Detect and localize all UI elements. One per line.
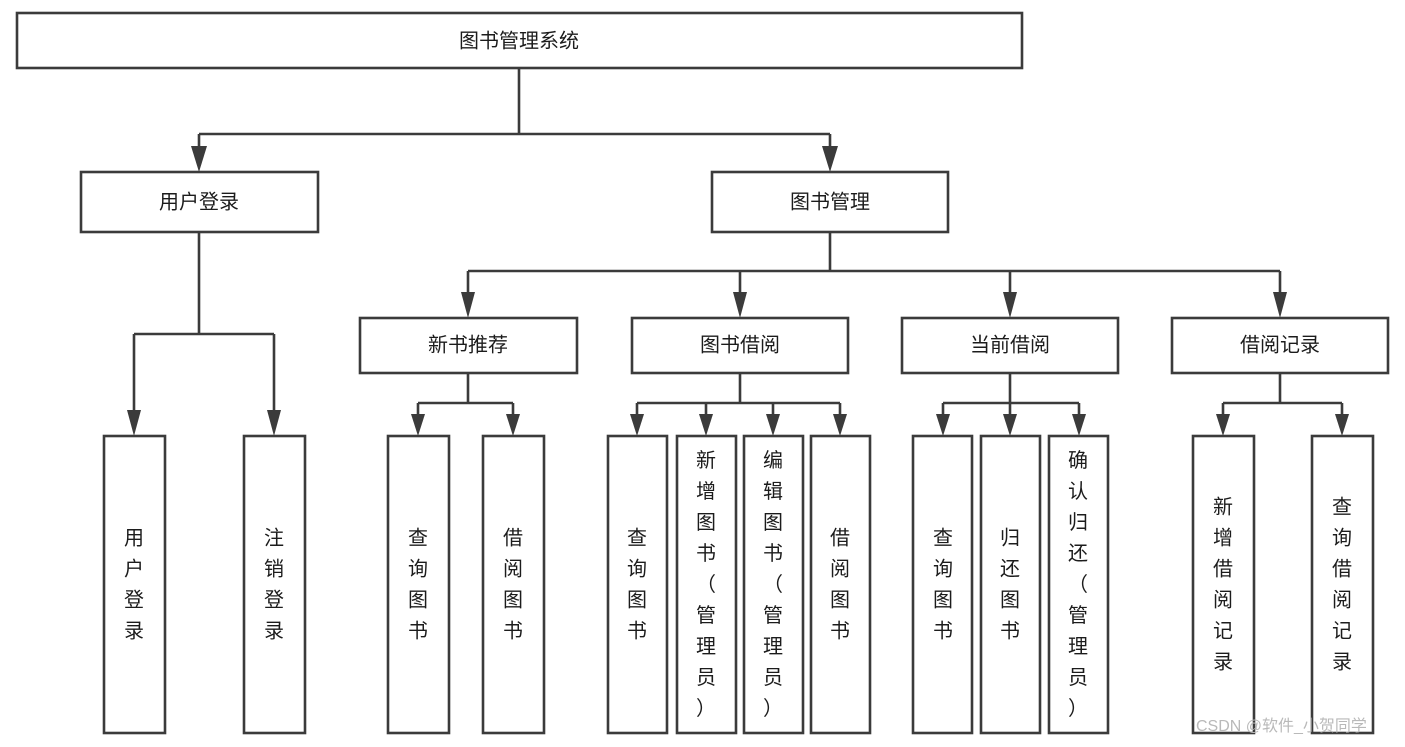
leaf-record-add-record-label: 新增借阅记录: [1213, 496, 1233, 674]
leaf-current-confirm-return-admin-box[interactable]: [1047, 434, 1110, 735]
leaf-newbook-query-book[interactable]: 查询图书: [386, 434, 451, 735]
arrow-head-borrow-leaf-3: [766, 414, 780, 436]
leaf-borrow-add-book-admin[interactable]: 新增图书（管理员）: [675, 434, 738, 735]
leaf-borrow-borrow-book-label: 借阅图书: [830, 527, 850, 643]
node-root[interactable]: 图书管理系统: [15, 11, 1024, 70]
leaf-newbook-borrow-book[interactable]: 借阅图书: [481, 434, 546, 735]
arrow-head-user-login: [191, 146, 207, 172]
leaf-user-login[interactable]: 用户登录: [102, 434, 167, 735]
leaf-borrow-add-book-admin-label: 新增图书（管理员）: [696, 449, 716, 720]
arrow-head-leaf-logout: [267, 410, 281, 436]
node-book-management-label: 图书管理: [790, 190, 870, 213]
leaf-borrow-edit-book-admin-label: 编辑图书（管理员）: [763, 449, 783, 720]
arrow-head-newbook: [461, 292, 475, 318]
node-borrow-record-box[interactable]: [1170, 316, 1390, 375]
node-new-book-recommend-box[interactable]: [358, 316, 579, 375]
node-root-label: 图书管理系统: [459, 29, 579, 52]
leaf-borrow-query-book[interactable]: 查询图书: [606, 434, 669, 735]
leaf-user-login-box[interactable]: [102, 434, 167, 735]
leaf-current-confirm-return-admin[interactable]: 确认归还（管理员）: [1047, 434, 1110, 735]
arrow-head-leaf-user-login: [127, 410, 141, 436]
node-borrow-record[interactable]: 借阅记录: [1170, 316, 1390, 375]
leaf-record-query-record-box[interactable]: [1310, 434, 1375, 735]
arrow-head-borrow: [733, 292, 747, 318]
leaf-current-return-book[interactable]: 归还图书: [979, 434, 1042, 735]
leaf-borrow-edit-book-admin[interactable]: 编辑图书（管理员）: [742, 434, 805, 735]
node-book-borrow-box[interactable]: [630, 316, 850, 375]
arrow-head-current-leaf-1: [936, 414, 950, 436]
leaf-record-query-record[interactable]: 查询借阅记录: [1310, 434, 1375, 735]
leaf-current-confirm-return-admin-label: 确认归还（管理员）: [1068, 449, 1088, 720]
arrow-head-borrow-leaf-4: [833, 414, 847, 436]
node-book-borrow-label: 图书借阅: [700, 333, 780, 356]
node-current-borrow-box[interactable]: [900, 316, 1120, 375]
leaf-borrow-borrow-book[interactable]: 借阅图书: [809, 434, 872, 735]
node-book-management[interactable]: 图书管理: [710, 170, 950, 234]
node-user-login-label: 用户登录: [159, 190, 239, 213]
node-book-management-box[interactable]: [710, 170, 950, 234]
leaf-logout[interactable]: 注销登录: [242, 434, 307, 735]
leaf-borrow-borrow-book-box[interactable]: [809, 434, 872, 735]
arrow-head-newbook-leaf-1: [411, 414, 425, 436]
leaf-record-add-record-box[interactable]: [1191, 434, 1256, 735]
leaf-newbook-query-book-label: 查询图书: [408, 527, 428, 643]
leaf-borrow-edit-book-admin-box[interactable]: [742, 434, 805, 735]
leaf-current-return-book-box[interactable]: [979, 434, 1042, 735]
node-new-book-recommend-label: 新书推荐: [428, 333, 508, 356]
arrow-head-record: [1273, 292, 1287, 318]
node-book-borrow[interactable]: 图书借阅: [630, 316, 850, 375]
node-borrow-record-label: 借阅记录: [1240, 333, 1320, 356]
arrow-head-current-leaf-2: [1003, 414, 1017, 436]
node-new-book-recommend[interactable]: 新书推荐: [358, 316, 579, 375]
leaf-newbook-borrow-book-box[interactable]: [481, 434, 546, 735]
arrow-head-record-leaf-2: [1335, 414, 1349, 436]
node-current-borrow-label: 当前借阅: [970, 333, 1050, 356]
leaf-logout-box[interactable]: [242, 434, 307, 735]
node-current-borrow[interactable]: 当前借阅: [900, 316, 1120, 375]
leaf-user-login-label: 用户登录: [124, 528, 144, 643]
node-user-login[interactable]: 用户登录: [79, 170, 320, 234]
arrow-head-borrow-leaf-1: [630, 414, 644, 436]
leaf-borrow-add-book-admin-box[interactable]: [675, 434, 738, 735]
leaf-newbook-query-book-box[interactable]: [386, 434, 451, 735]
leaf-logout-label: 注销登录: [264, 527, 284, 643]
leaf-record-add-record[interactable]: 新增借阅记录: [1191, 434, 1256, 735]
arrow-head-book-mgmt: [822, 146, 838, 172]
leaf-current-return-book-label: 归还图书: [1000, 527, 1020, 643]
arrow-head-current: [1003, 292, 1017, 318]
leaf-borrow-query-book-box[interactable]: [606, 434, 669, 735]
arrow-head-current-leaf-3: [1072, 414, 1086, 436]
leaf-borrow-query-book-label: 查询图书: [627, 527, 647, 643]
leaf-current-query-book-label: 查询图书: [933, 527, 953, 643]
leaf-current-query-book-box[interactable]: [911, 434, 974, 735]
arrow-head-record-leaf-1: [1216, 414, 1230, 436]
leaf-record-query-record-label: 查询借阅记录: [1332, 496, 1352, 674]
node-root-box[interactable]: [15, 11, 1024, 70]
arrow-head-borrow-leaf-2: [699, 414, 713, 436]
connector-layer: [127, 68, 1349, 436]
watermark-label: CSDN @软件_小贺同学: [1196, 717, 1367, 735]
leaf-newbook-borrow-book-label: 借阅图书: [503, 527, 523, 643]
arrow-head-newbook-leaf-2: [506, 414, 520, 436]
node-user-login-box[interactable]: [79, 170, 320, 234]
leaf-current-query-book[interactable]: 查询图书: [911, 434, 974, 735]
